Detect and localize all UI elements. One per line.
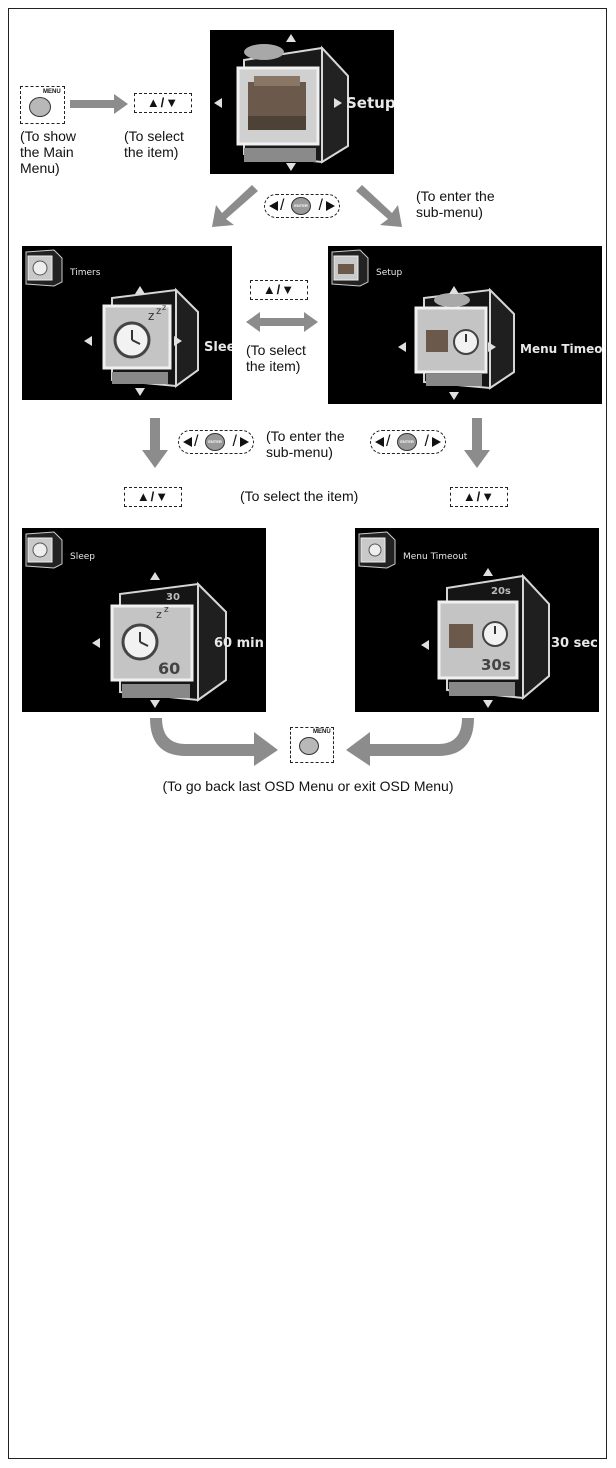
- osd-right-arrow-icon: [488, 342, 496, 352]
- osd-down-arrow-icon: [286, 163, 296, 171]
- menu-timeout-mini-cube-icon: [358, 531, 396, 569]
- menu-knob-icon: [29, 97, 51, 117]
- arrow-down-icon: [464, 418, 490, 468]
- osd-left-arrow-icon: [84, 336, 92, 346]
- osd-down-arrow-icon: [449, 392, 459, 400]
- arrow-down-right-icon: [356, 185, 402, 227]
- sleep-mini-cube-icon: [25, 531, 63, 569]
- left-triangle-icon: [269, 201, 278, 211]
- osd-menu-timeout-value: 30 sec: [551, 636, 598, 651]
- osd-main-value: Setup: [346, 94, 394, 112]
- left-triangle-icon: [183, 437, 192, 447]
- enter-disk-icon: ENTER: [397, 433, 417, 451]
- osd-setup-title: Setup: [376, 268, 403, 278]
- curved-arrow-right-icon: [150, 718, 278, 766]
- osd-menu-timeout-title: Menu Timeout: [403, 552, 468, 562]
- caption-select-item-top: (To select the item): [124, 128, 184, 160]
- left-triangle-icon: [375, 437, 384, 447]
- osd-sleep-value: 60 min: [214, 636, 264, 651]
- caption-select-item-mid: (To select the item): [246, 342, 306, 374]
- osd-left-arrow-icon: [421, 640, 429, 650]
- up-down-button[interactable]: ▲/▼: [134, 93, 192, 113]
- curved-arrow-left-icon: [346, 718, 474, 766]
- caption-go-back: (To go back last OSD Menu or exit OSD Me…: [162, 778, 454, 794]
- menu-timeout-cube-number: 30s: [481, 656, 511, 674]
- right-triangle-icon: [432, 437, 441, 447]
- menu-button-back[interactable]: MENU: [290, 727, 334, 763]
- osd-setup-screen: Setup Menu Timeout: [328, 246, 602, 404]
- osd-up-arrow-icon: [150, 572, 160, 580]
- menu-button-label: MENU: [313, 729, 331, 735]
- menu-button[interactable]: MENU: [20, 86, 65, 124]
- up-down-button[interactable]: ▲/▼: [124, 487, 182, 507]
- caption-enter-submenu-top: (To enter the sub-menu): [416, 188, 495, 220]
- menu-button-label: MENU: [43, 89, 61, 95]
- osd-timers-value: Sleep: [204, 340, 232, 355]
- enter-disk-icon: ENTER: [291, 197, 311, 215]
- osd-up-arrow-icon: [286, 34, 296, 42]
- osd-main-menu-screen: Setup: [210, 30, 394, 174]
- menu-timeout-cube-top-number: 20s: [491, 586, 511, 597]
- osd-down-arrow-icon: [150, 700, 160, 708]
- osd-up-arrow-icon: [449, 286, 459, 294]
- caption-show-main-menu: (To show the Main Menu): [20, 128, 77, 176]
- osd-setup-value: Menu Timeout: [520, 342, 602, 356]
- page-border: [8, 8, 607, 1459]
- arrow-down-icon: [142, 418, 168, 468]
- menu-knob-icon: [299, 737, 319, 755]
- up-down-button[interactable]: ▲/▼: [250, 280, 308, 300]
- caption-enter-submenu-mid: (To enter the sub-menu): [266, 428, 345, 460]
- svg-text:z: z: [148, 309, 154, 323]
- sleep-cube-number: 60: [158, 659, 180, 678]
- up-down-button[interactable]: ▲/▼: [450, 487, 508, 507]
- sleep-cube-top-number: 30: [166, 592, 180, 603]
- osd-up-arrow-icon: [483, 568, 493, 576]
- timers-mini-cube-icon: [25, 249, 63, 287]
- arrow-right-icon: [70, 94, 128, 114]
- osd-menu-timeout-screen: Menu Timeout 30s 20s 30 sec: [355, 528, 599, 712]
- caption-select-item-row: (To select the item): [240, 488, 359, 504]
- osd-right-arrow-icon: [174, 336, 182, 346]
- osd-sleep-title: Sleep: [70, 552, 96, 562]
- enter-button-left[interactable]: / ENTER /: [178, 430, 254, 454]
- osd-sleep-screen: Sleep z z 60 30 60 min: [22, 528, 266, 712]
- enter-button-top[interactable]: / ENTER /: [264, 194, 340, 218]
- svg-text:z: z: [164, 605, 169, 615]
- osd-left-arrow-icon: [214, 98, 222, 108]
- arrow-down-left-icon: [212, 185, 258, 227]
- osd-down-arrow-icon: [135, 388, 145, 396]
- double-arrow-icon: [246, 312, 318, 332]
- right-triangle-icon: [240, 437, 249, 447]
- osd-up-arrow-icon: [135, 286, 145, 294]
- menu-timeout-cube-icon: [414, 287, 515, 390]
- osd-down-arrow-icon: [483, 700, 493, 708]
- svg-text:z: z: [156, 306, 161, 317]
- osd-left-arrow-icon: [398, 342, 406, 352]
- setup-mini-cube-icon: [331, 249, 369, 287]
- enter-button-right[interactable]: / ENTER /: [370, 430, 446, 454]
- toolbox-cube-icon: [236, 44, 349, 164]
- svg-text:z: z: [156, 608, 162, 621]
- enter-disk-icon: ENTER: [205, 433, 225, 451]
- menu-timeout-value-cube-icon: 30s 20s: [437, 573, 550, 701]
- osd-right-arrow-icon: [334, 98, 342, 108]
- osd-timers-title: Timers: [70, 268, 101, 278]
- alarm-clock-cube-icon: z z z: [102, 287, 199, 388]
- osd-left-arrow-icon: [92, 638, 100, 648]
- right-triangle-icon: [326, 201, 335, 211]
- sleep-timer-cube-icon: z z 60 30: [110, 581, 227, 702]
- osd-timers-screen: Timers z z z Sleep: [22, 246, 232, 400]
- svg-text:z: z: [162, 303, 166, 312]
